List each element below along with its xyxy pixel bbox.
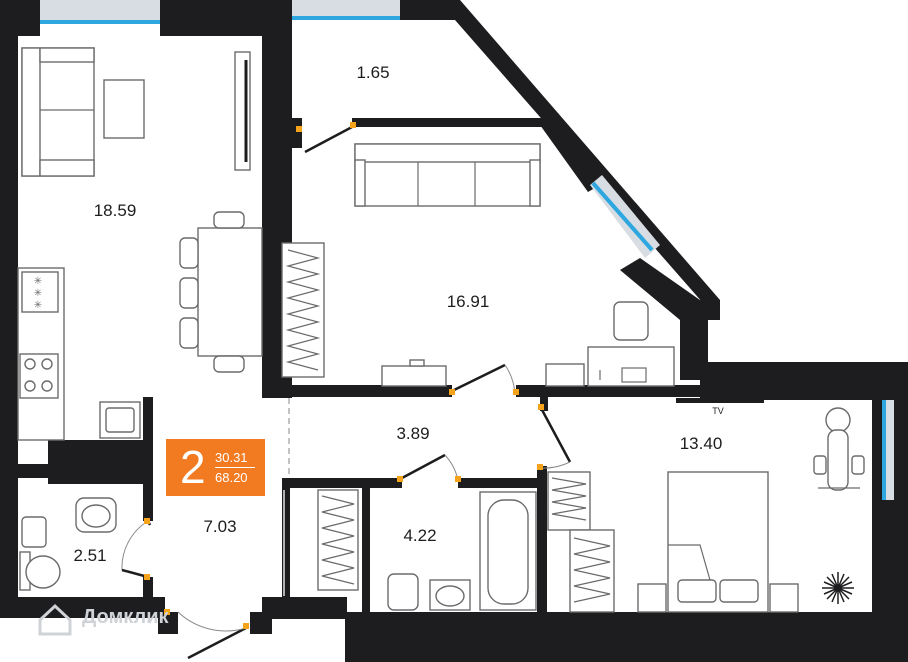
svg-text:✳: ✳: [34, 288, 42, 299]
area-toilet: 2.51: [73, 546, 107, 565]
watermark-logo-icon: [38, 603, 72, 636]
exercise-bike: [813, 407, 865, 491]
svg-text:✳: ✳: [34, 276, 42, 287]
dining-table: [179, 211, 263, 373]
tv-bedroom: [676, 398, 764, 403]
badge-living-area: 30.31: [215, 450, 248, 465]
sofa-kitchen: [21, 47, 95, 177]
area-kitchen-living: 18.59: [93, 201, 137, 220]
sofa-living: [354, 143, 541, 207]
svg-text:✳: ✳: [34, 300, 42, 311]
plant: [822, 572, 854, 604]
badge-total-area: 68.20: [215, 470, 248, 485]
coffee-table: [103, 79, 145, 139]
bed: [637, 471, 799, 613]
area-hall: 3.89: [396, 424, 430, 443]
wardrobe-entrance: [283, 489, 359, 596]
tv-label: TV: [712, 406, 724, 416]
desk: [545, 301, 675, 387]
area-living-room: 16.91: [446, 292, 490, 311]
bath-fixtures: [387, 491, 537, 611]
tv-stand-kitchen: [234, 51, 251, 171]
windows: [40, 0, 894, 500]
tv-cabinet-living: [381, 359, 447, 387]
area-bedroom: 13.40: [679, 434, 723, 453]
area-bathroom: 4.22: [403, 526, 437, 545]
apartment-badge: 2 30.31 68.20: [166, 439, 265, 496]
wardrobes-bedroom: [547, 471, 615, 613]
area-entrance: 7.03: [203, 517, 237, 536]
badge-divider: [215, 467, 255, 468]
area-balcony: 1.65: [356, 63, 390, 82]
doors: [121, 122, 572, 660]
toilet-fixtures: [19, 497, 117, 591]
badge-rooms-count: 2: [180, 441, 206, 493]
watermark: Домклик: [82, 606, 169, 628]
kitchen-counter: ✳ ✳ ✳: [17, 267, 141, 441]
wardrobe-living: [281, 242, 325, 378]
